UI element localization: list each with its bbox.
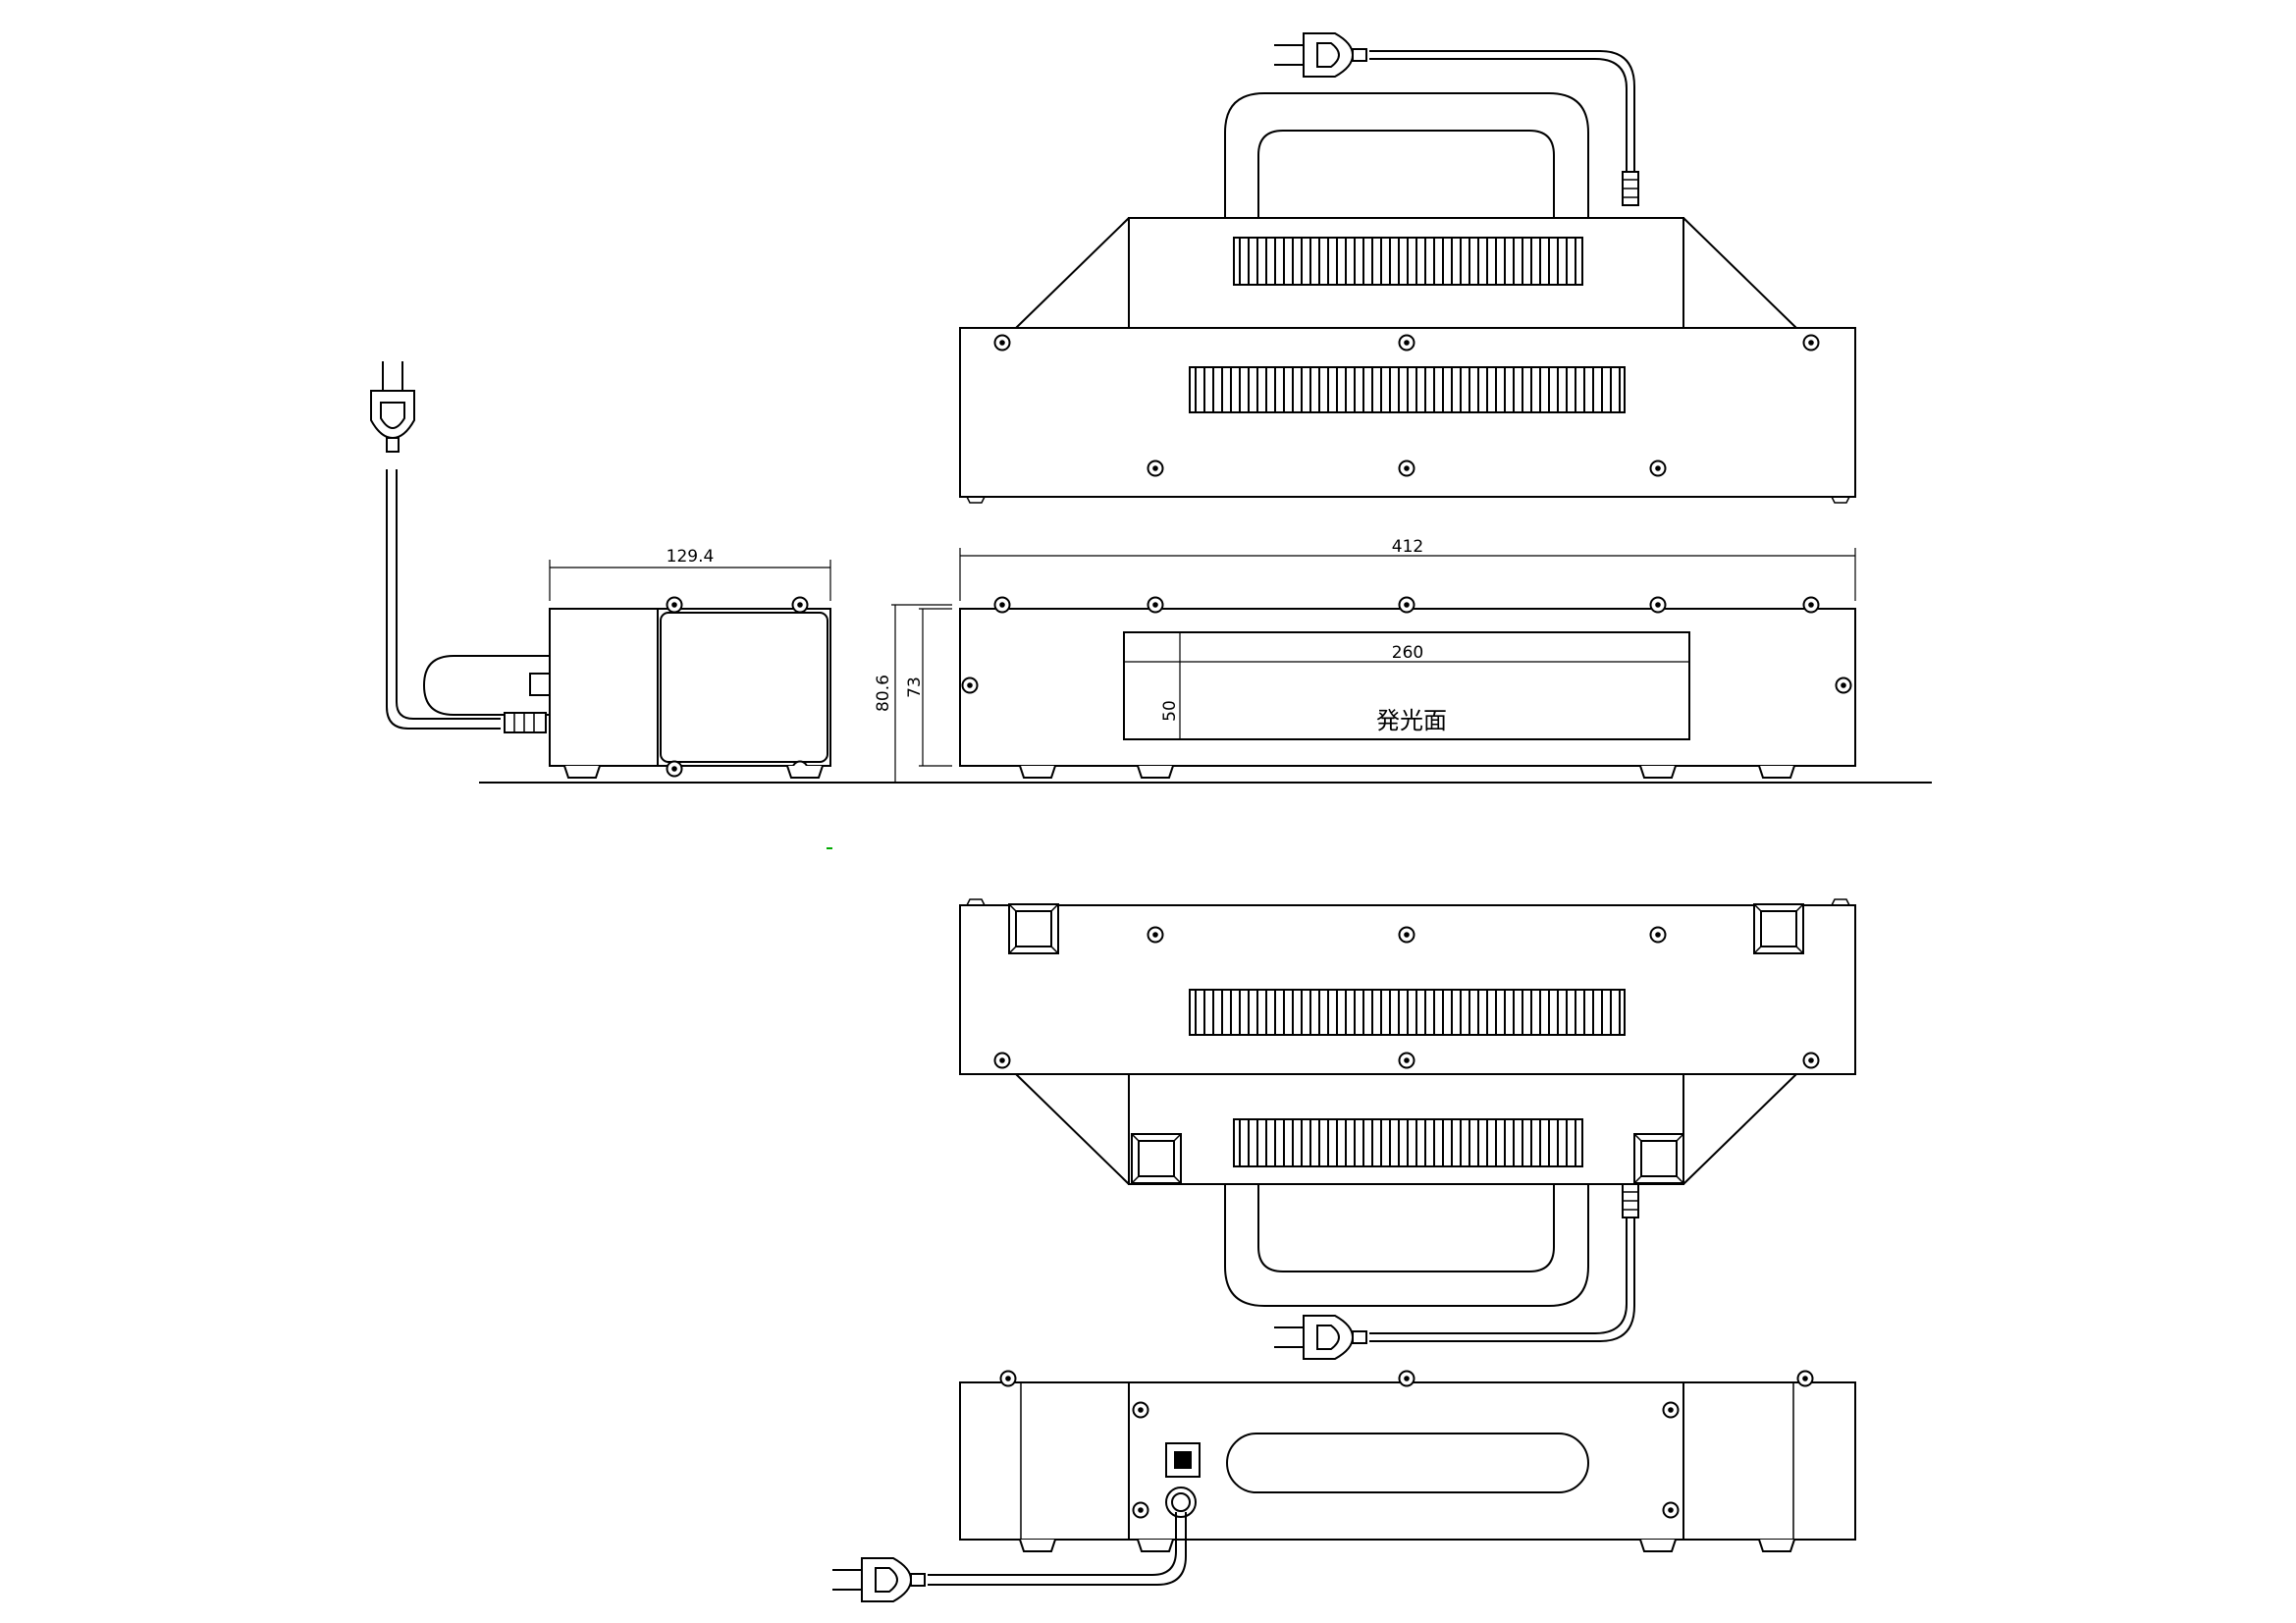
dim-body-height-label: 73 — [905, 676, 925, 698]
bottom-power-plug — [1273, 1315, 1367, 1360]
bottom-strain-relief — [1622, 1183, 1639, 1218]
rear-cord — [928, 1512, 1177, 1576]
emitting-window — [1123, 631, 1690, 740]
top-cord — [1369, 50, 1635, 172]
dim-side-width: 129.4 — [549, 547, 831, 601]
bottom-handle-inner — [1257, 1184, 1555, 1272]
rear-housing — [959, 1381, 1856, 1541]
rear-power-switch — [1165, 1442, 1201, 1478]
rear-power-plug — [831, 1557, 926, 1602]
dim-total-height-label: 80.6 — [874, 675, 893, 712]
emitting-surface-label: 発光面 — [1376, 707, 1447, 734]
bottom-view — [959, 898, 1856, 1360]
side-view: 129.4 — [370, 360, 831, 779]
dim-body-height: 73 — [905, 608, 952, 767]
dim-total-height: 80.6 — [874, 604, 952, 784]
top-strain-relief — [1622, 171, 1639, 206]
dim-window-width-label: 260 — [1392, 643, 1423, 663]
dim-front-width-label: 412 — [1392, 537, 1423, 557]
handle-outer — [1224, 92, 1589, 218]
bottom-upper-vents — [1233, 1118, 1583, 1167]
rear-label-plate — [1226, 1433, 1589, 1493]
top-view — [959, 32, 1856, 504]
side-panel — [660, 612, 828, 763]
dim-window-width: 260 — [1124, 643, 1689, 663]
top-upper-vents — [1233, 237, 1583, 286]
top-power-plug — [1273, 32, 1367, 78]
bottom-cord — [1369, 1217, 1635, 1342]
dim-side-width-label: 129.4 — [667, 547, 715, 567]
top-lower-vents — [1189, 366, 1626, 413]
side-power-plug — [370, 360, 415, 453]
side-cord — [386, 469, 501, 730]
handle-inner — [1257, 130, 1555, 218]
bottom-lower-vents — [1189, 989, 1626, 1036]
front-view: 発光面 412 260 50 80.6 73 — [874, 537, 1856, 784]
bottom-handle-outer — [1224, 1184, 1589, 1307]
dim-window-height-label: 50 — [1160, 700, 1180, 722]
rear-view — [831, 1370, 1856, 1602]
side-cable-boot — [422, 655, 550, 716]
dim-window-height: 50 — [1160, 632, 1181, 739]
rear-cable-gland — [1165, 1487, 1197, 1518]
dim-front-width: 412 — [959, 537, 1856, 601]
side-housing — [549, 608, 831, 767]
